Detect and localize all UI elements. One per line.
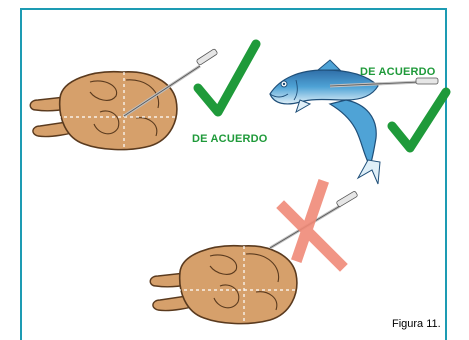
check-icon: [392, 92, 446, 148]
ok-label-chicken: DE ACUERDO: [192, 133, 268, 145]
cross-icon: [284, 186, 340, 264]
thermometer-icon: [196, 48, 218, 65]
fish: [270, 60, 438, 184]
figure-caption: Figura 11.: [392, 318, 441, 330]
roast-chicken-1: [30, 48, 218, 150]
ok-label-fish: DE ACUERDO: [360, 66, 436, 78]
